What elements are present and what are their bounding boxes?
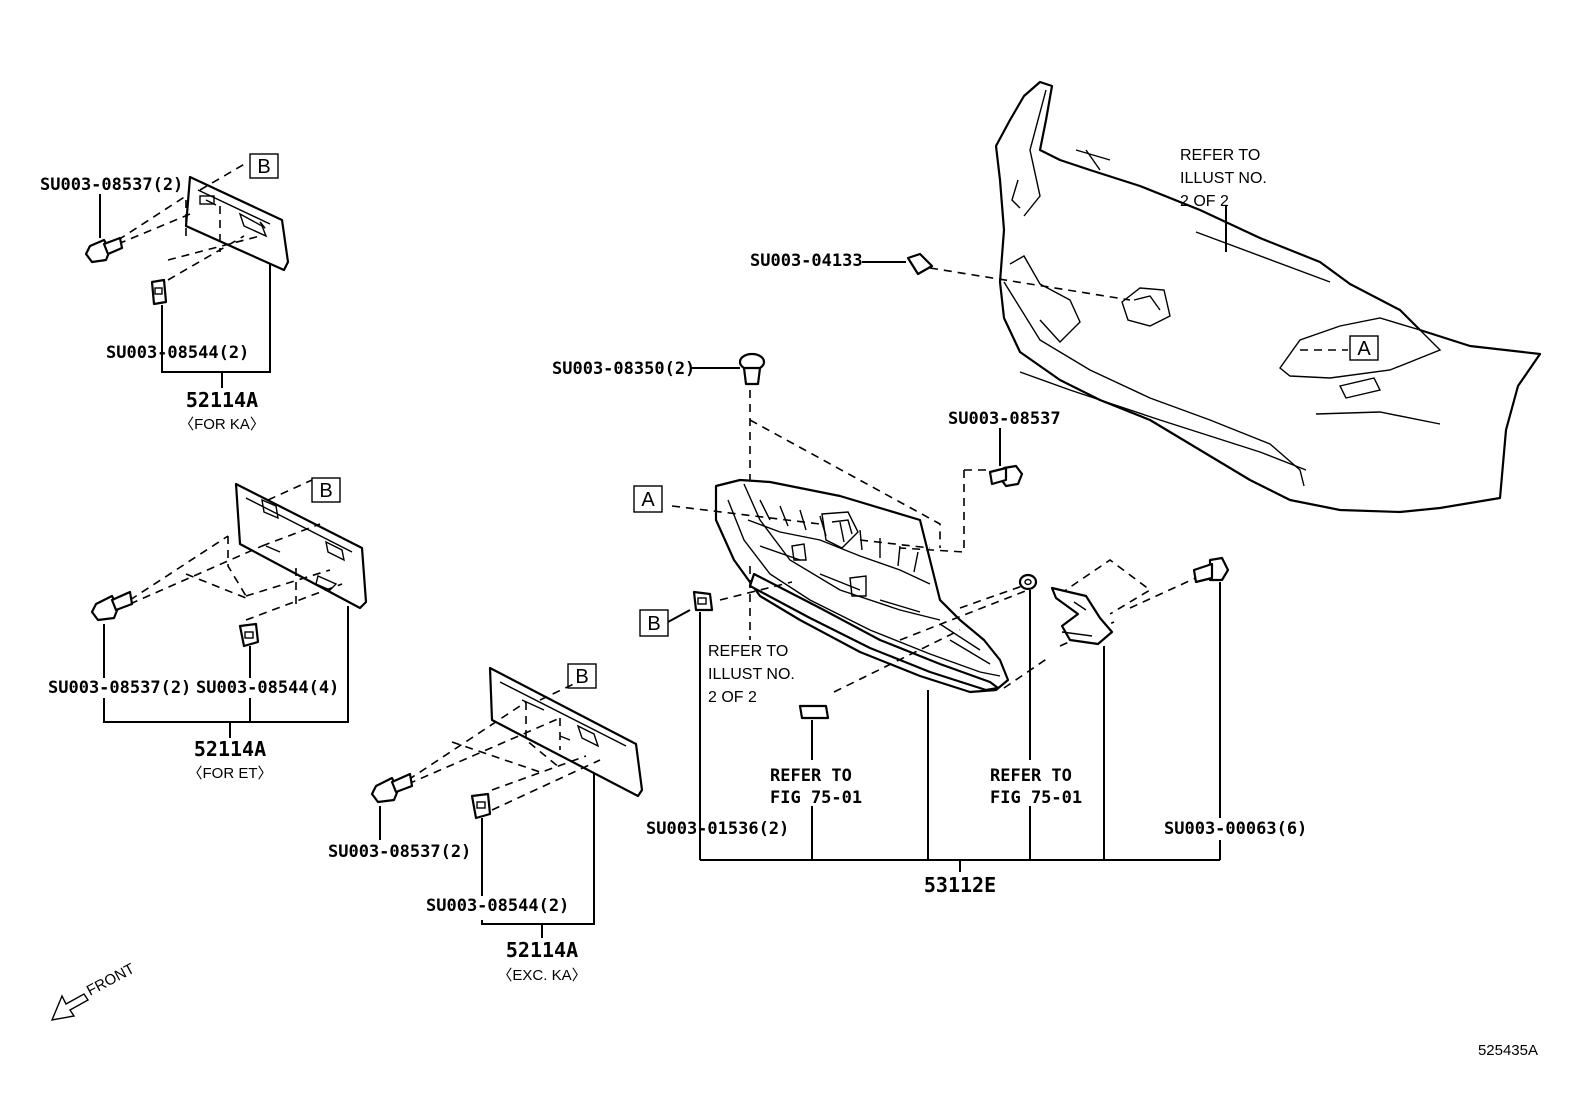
bolt-icon <box>90 590 134 622</box>
callout-b-box: B <box>319 480 332 502</box>
part-variant: 〈EXC. KA〉 <box>497 967 586 984</box>
callout-a-box: A <box>641 489 655 511</box>
part-variant: 〈FOR ET〉 <box>188 765 273 782</box>
clip-nut-icon <box>238 622 260 648</box>
clip-nut-icon <box>470 792 492 820</box>
refer-line-3: 2 OF 2 <box>1180 193 1229 210</box>
bolt-icon <box>988 464 1024 488</box>
callout-b-box: B <box>647 613 660 635</box>
side-bracket-icon <box>1050 586 1114 646</box>
grille-assembly: A B <box>552 352 1307 897</box>
clip-icon <box>906 252 934 276</box>
bolt-right-label: SU003-08537 <box>948 409 1061 429</box>
part-number: 52114A <box>506 938 578 962</box>
bolt-icon <box>84 236 124 264</box>
refer-line-1: REFER TO <box>1180 147 1260 164</box>
refer-fig-right-line-1: REFER TO <box>990 766 1072 786</box>
front-arrow-icon: FRONT <box>50 960 138 1021</box>
bolt-label: SU003-08537(2) <box>328 842 471 862</box>
nut-label: SU003-08544(2) <box>426 896 569 916</box>
figure-id: 525435A <box>1478 1042 1538 1059</box>
bolt-icon <box>370 772 414 804</box>
refer-fig-left-line-1: REFER TO <box>770 766 852 786</box>
nut-icon <box>692 590 714 612</box>
callout-b-box: B <box>257 156 270 178</box>
callout-b-box: B <box>575 666 588 688</box>
part-number: 52114A <box>194 737 266 761</box>
refer-illust-line-1: REFER TO <box>708 643 788 660</box>
clip-top-label: SU003-08350(2) <box>552 359 695 379</box>
bracket-for-ka: B SU003-08537(2) SU003-08544(2) 52114A 〈… <box>40 153 290 433</box>
clip-nut-icon <box>150 278 168 306</box>
refer-illust-line-3: 2 OF 2 <box>708 689 757 706</box>
screw-icon <box>1192 556 1230 584</box>
refer-line-2: ILLUST NO. <box>1180 170 1267 187</box>
nut-left-label: SU003-01536(2) <box>646 819 789 839</box>
bracket-for-et: B SU003-08537(2) SU003-08544(4) 52114A 〈… <box>48 477 368 782</box>
bolt-label: SU003-08537(2) <box>40 175 183 195</box>
clip-label: SU003-04133 <box>750 251 863 271</box>
emblem-piece-icon <box>798 704 830 720</box>
callout-a-box: A <box>1357 338 1371 360</box>
bracket-exc-ka: B SU003-08537(2) SU003-08544(2) 52114A 〈… <box>328 663 644 984</box>
front-label: FRONT <box>84 960 138 999</box>
front-bumper-cover: A REFER TO ILLUST NO. 2 OF 2 SU003-04133 <box>750 80 1542 514</box>
part-variant: 〈FOR KA〉 <box>179 416 265 433</box>
refer-illust-line-2: ILLUST NO. <box>708 666 795 683</box>
part-number: 52114A <box>186 388 258 412</box>
washer-icon <box>1018 573 1038 591</box>
nut-label: SU003-08544(2) <box>106 343 249 363</box>
nut-label: SU003-08544(4) <box>196 678 339 698</box>
screw-label: SU003-00063(6) <box>1164 819 1307 839</box>
refer-fig-right-line-2: FIG 75-01 <box>990 788 1082 808</box>
refer-fig-left-line-2: FIG 75-01 <box>770 788 862 808</box>
bolt-label: SU003-08537(2) <box>48 678 191 698</box>
clip-top-icon <box>738 352 766 386</box>
part-number: 53112E <box>924 873 996 897</box>
